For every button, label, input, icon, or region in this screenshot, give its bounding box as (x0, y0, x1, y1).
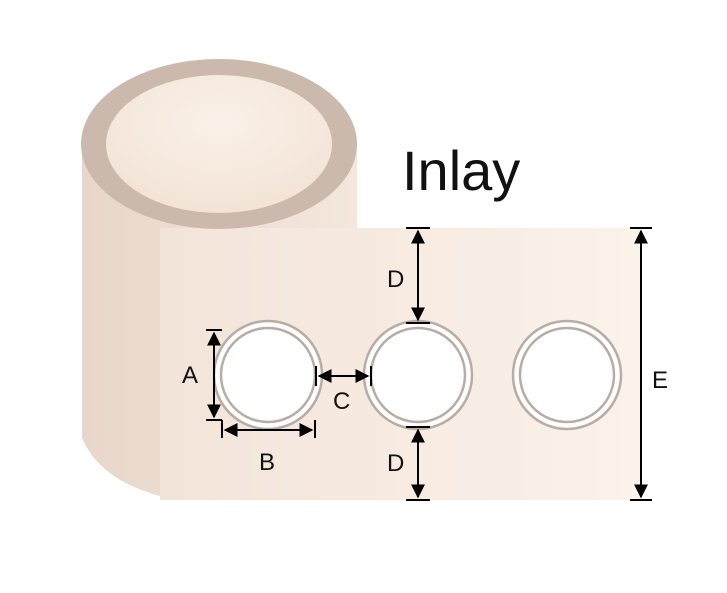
dimension-b: B (221, 420, 316, 476)
dimension-c: C (315, 366, 372, 415)
dimension-d-bottom: D (387, 426, 430, 501)
dimension-b-label: B (259, 449, 275, 476)
dimension-c-label: C (333, 388, 350, 415)
dimension-d-top-label: D (387, 266, 404, 293)
dimension-e: E (630, 227, 668, 501)
inlay-hole-2 (362, 319, 474, 431)
dimension-a: A (182, 329, 222, 421)
dimension-d-top: D (387, 227, 430, 324)
diagram-title: Inlay (402, 139, 520, 202)
roll-body (82, 144, 357, 500)
inlay-hole-3 (511, 319, 623, 431)
inlay-hole-1 (212, 319, 324, 431)
roll-core (106, 75, 332, 213)
dimension-e-label: E (652, 367, 668, 394)
dimension-d-bottom-label: D (387, 450, 404, 477)
dimension-a-label: A (182, 362, 198, 389)
